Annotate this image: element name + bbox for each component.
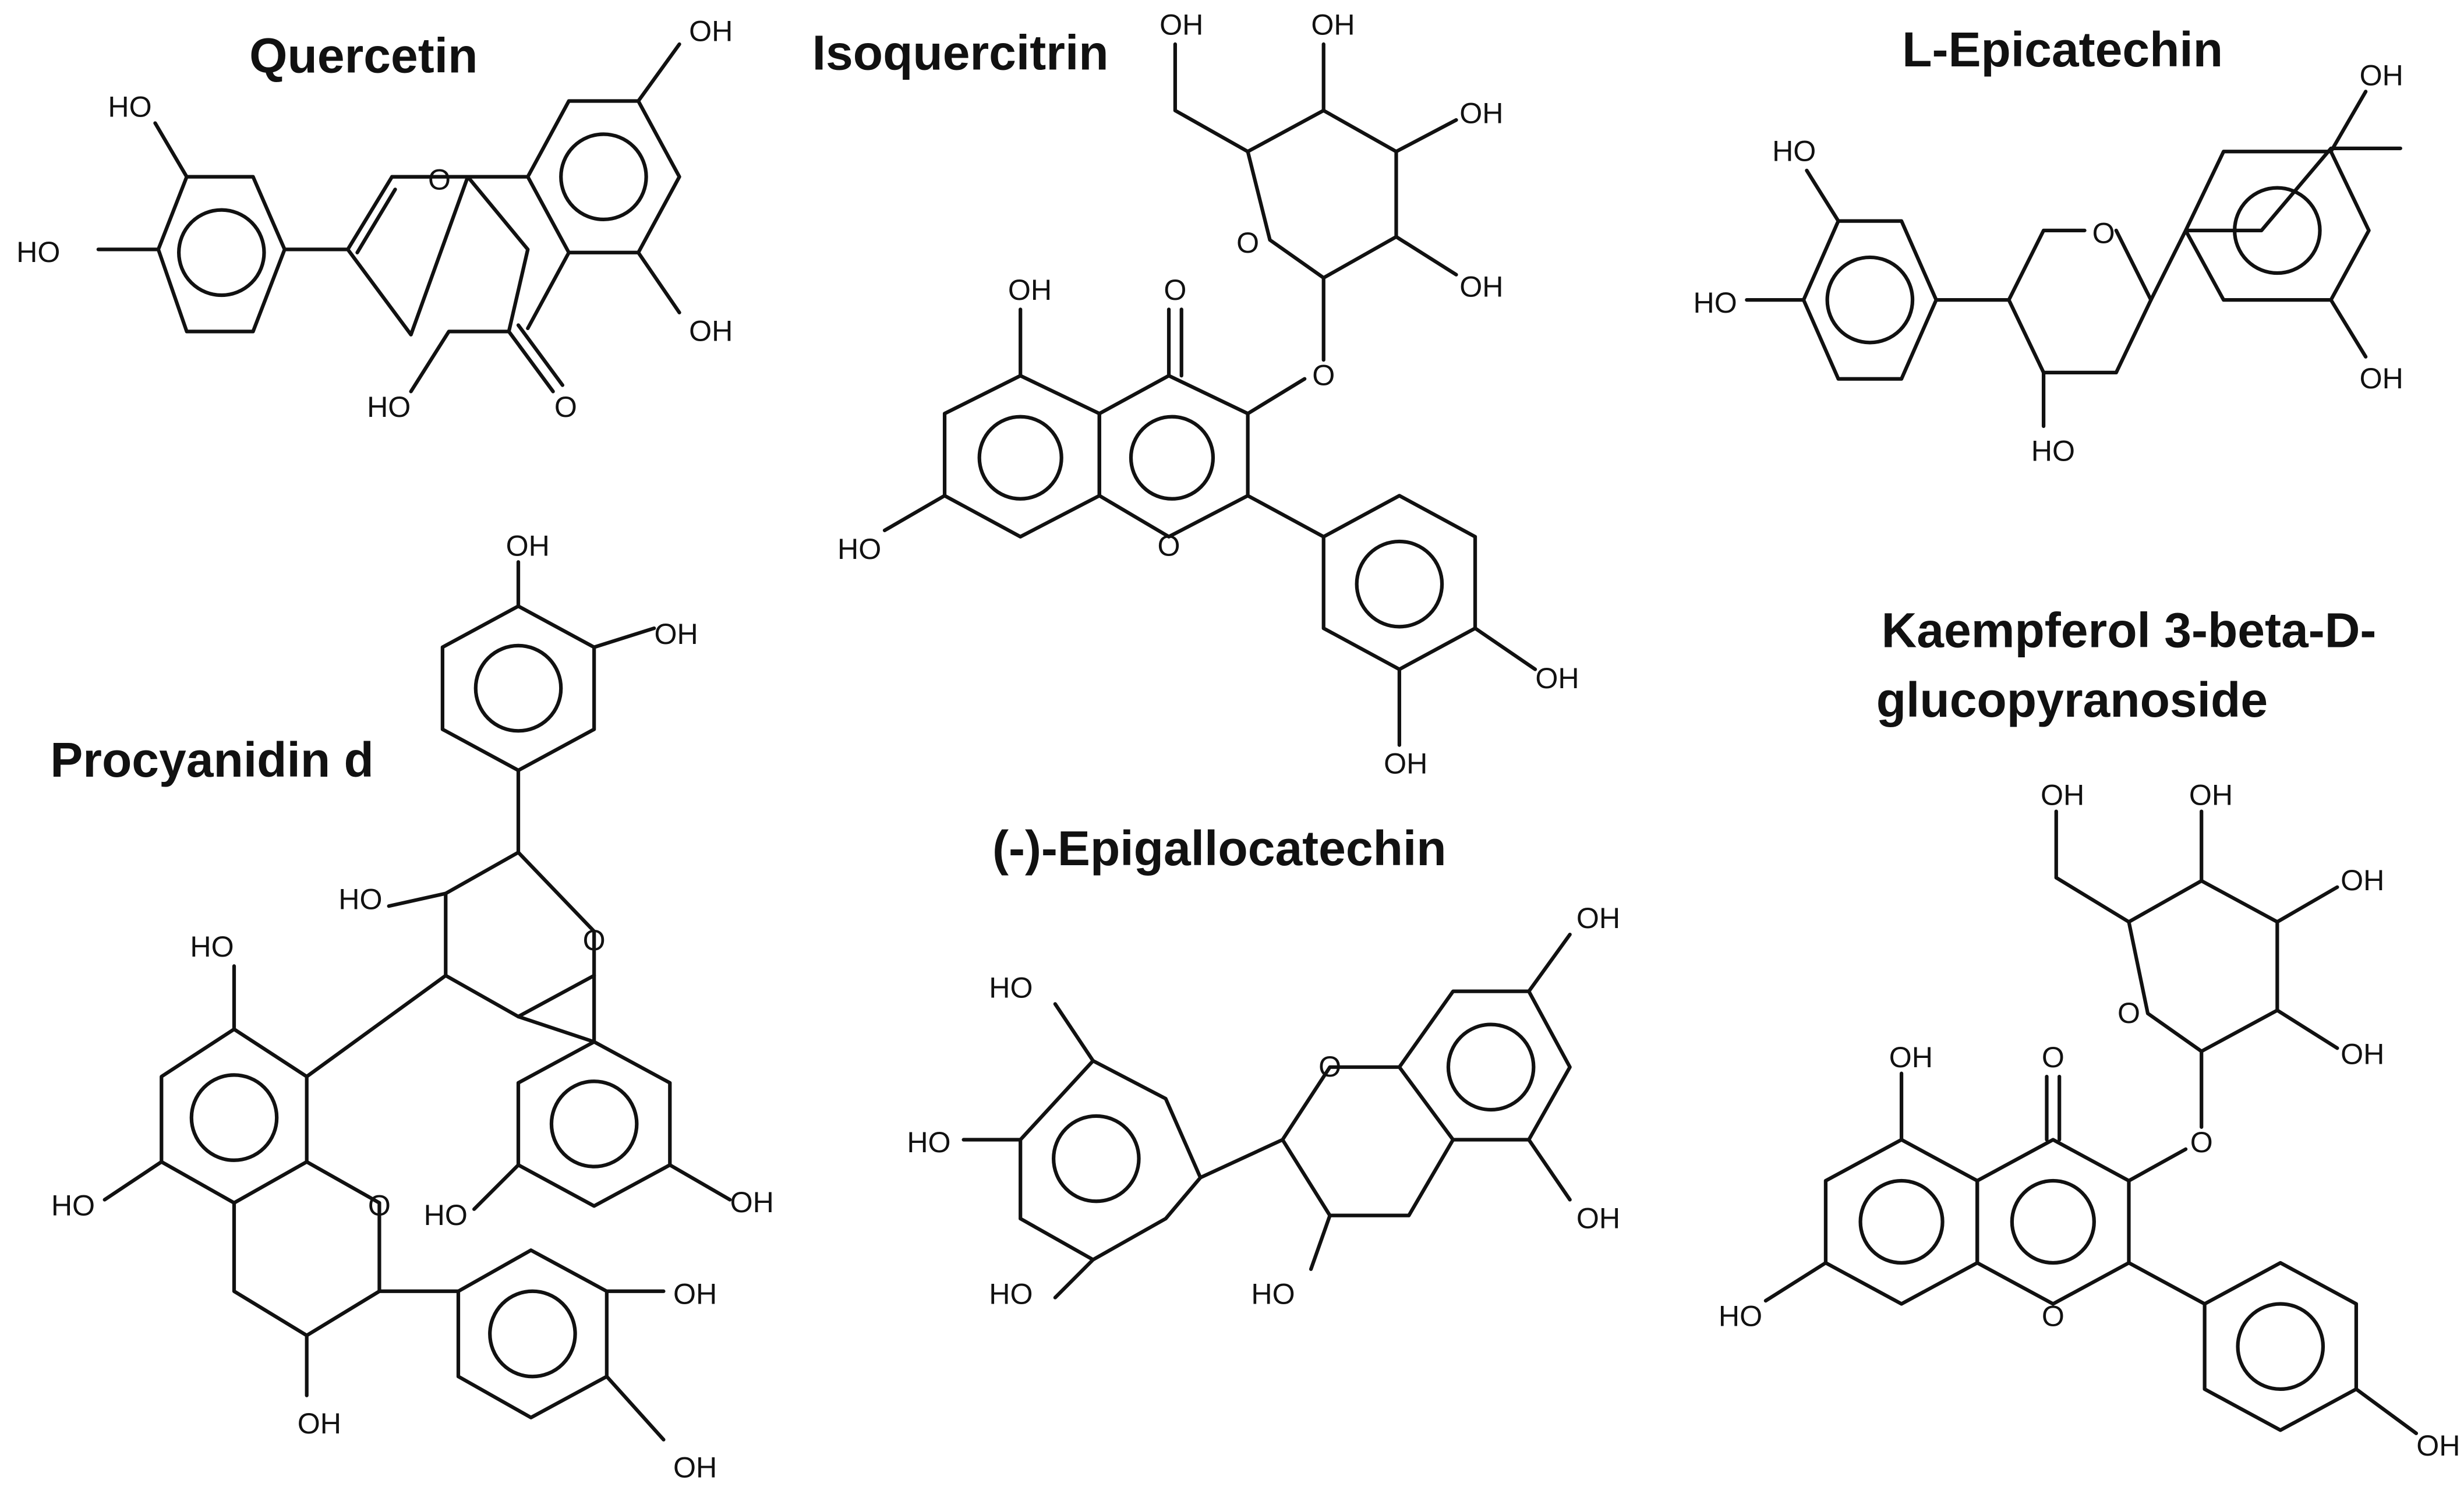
atom-label: OH	[1311, 9, 1355, 41]
atom-label: OH	[2360, 59, 2403, 91]
atom-label: O	[1318, 1050, 1341, 1083]
atom-label: OH	[1008, 274, 1052, 306]
molecule-quercetin: Quercetin HO HO O OH OH HO O	[16, 15, 733, 423]
molecule-title: Procyanidin d	[50, 732, 374, 787]
atom-label: O	[1312, 359, 1335, 392]
atom-label: HO	[367, 391, 411, 423]
atom-label: OH	[506, 529, 550, 562]
atom-label: O	[1164, 274, 1186, 306]
atom-label: OH	[1384, 748, 1427, 780]
atom-label: O	[2042, 1300, 2064, 1332]
molecule-title-line1: Kaempferol 3-beta-D-	[1882, 603, 2377, 658]
atom-label: OH	[1576, 902, 1620, 934]
atom-label: OH	[730, 1186, 774, 1219]
molecule-kaempferol-glucoside: Kaempferol 3-beta-D- glucopyranoside OH …	[1719, 603, 2461, 1462]
atom-label: HO	[338, 883, 382, 916]
molecule-isoquercitrin: Isoquercitrin OH OH OH OH O O O OH HO O …	[812, 9, 1579, 780]
atom-label: OH	[2041, 779, 2084, 812]
atom-label: OH	[2341, 1038, 2384, 1070]
atom-label: HO	[424, 1199, 468, 1231]
atom-label: O	[2042, 1041, 2064, 1074]
atom-label: OH	[1459, 97, 1503, 129]
atom-label: OH	[689, 315, 733, 348]
bond-skeleton	[96, 42, 681, 394]
atom-label: HO	[51, 1189, 95, 1222]
atom-label: OH	[673, 1451, 717, 1484]
atom-label: O	[583, 924, 606, 957]
molecule-title: Quercetin	[249, 29, 478, 83]
molecule-epigallocatechin: (-)-Epigallocatechin HO HO HO O OH OH HO	[907, 821, 1620, 1311]
atom-label: HO	[190, 930, 234, 963]
atom-label: HO	[16, 236, 60, 268]
atom-label: HO	[1251, 1277, 1295, 1310]
atom-label: OH	[1889, 1041, 1933, 1074]
atom-label: O	[1236, 226, 1259, 259]
molecule-l-epicatechin: L-Epicatechin HO HO O OH OH HO	[1694, 22, 2403, 468]
atom-label: HO	[1772, 135, 1816, 168]
atom-label: HO	[837, 533, 881, 565]
atom-label: OH	[2341, 864, 2384, 897]
bond-skeleton	[102, 560, 732, 1442]
atom-label: HO	[989, 972, 1033, 1004]
molecule-title: Isoquercitrin	[812, 25, 1109, 80]
atom-label: OH	[2360, 362, 2403, 395]
atom-label: O	[554, 391, 577, 423]
molecule-title-line2: glucopyranoside	[1876, 672, 2268, 727]
atom-label: OH	[1576, 1202, 1620, 1234]
atom-label: HO	[989, 1277, 1033, 1310]
molecule-procyanidin-d: Procyanidin d OH	[50, 529, 774, 1484]
atom-label: OH	[655, 618, 698, 650]
atom-label: O	[1158, 529, 1180, 562]
atom-label: OH	[1159, 9, 1203, 41]
atom-label: O	[368, 1189, 391, 1222]
bond-skeleton	[882, 42, 1537, 747]
atom-label: O	[2117, 997, 2140, 1029]
bond-skeleton	[961, 932, 1572, 1300]
atom-label: HO	[2031, 435, 2075, 468]
atom-label: HO	[1694, 286, 1737, 319]
atom-label: HO	[1719, 1300, 1762, 1332]
atom-label: OH	[673, 1277, 717, 1310]
atom-label: OH	[689, 15, 733, 47]
atom-label: O	[2092, 217, 2115, 250]
molecule-title: (-)-Epigallocatechin	[992, 821, 1447, 876]
atom-label: OH	[2189, 779, 2233, 812]
atom-label: HO	[907, 1126, 950, 1159]
atom-label: O	[2190, 1126, 2213, 1159]
atom-label: HO	[108, 91, 151, 123]
bond-skeleton	[1763, 809, 2419, 1435]
atom-label: OH	[1459, 271, 1503, 303]
atom-label: OH	[2416, 1429, 2460, 1462]
atom-label: OH	[298, 1407, 341, 1440]
atom-label: O	[428, 163, 451, 196]
atom-label: OH	[1535, 662, 1579, 695]
molecule-title: L-Epicatechin	[1902, 22, 2223, 77]
bond-skeleton	[1745, 90, 2402, 429]
